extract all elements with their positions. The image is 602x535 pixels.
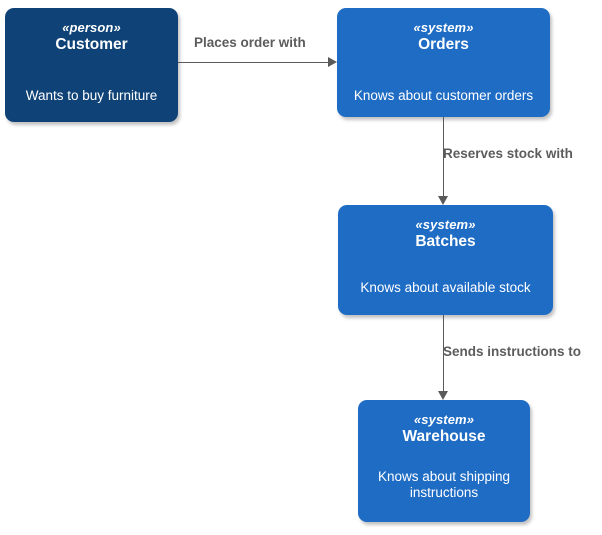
edge-customer-orders-line bbox=[178, 62, 328, 63]
node-batches-title: Batches bbox=[415, 233, 476, 251]
node-orders-stereotype: «system» bbox=[413, 20, 474, 35]
node-warehouse[interactable]: «system» Warehouse Knows about shipping … bbox=[358, 400, 530, 522]
node-customer-description: Wants to buy furniture bbox=[25, 88, 158, 103]
node-customer[interactable]: «person» Customer Wants to buy furniture bbox=[5, 8, 178, 122]
node-warehouse-title: Warehouse bbox=[402, 428, 486, 446]
edge-batches-warehouse-label: Sends instructions to bbox=[443, 344, 582, 359]
node-batches[interactable]: «system» Batches Knows about available s… bbox=[338, 205, 553, 315]
edge-customer-orders-label: Places order with bbox=[194, 35, 306, 50]
node-batches-description: Knows about available stock bbox=[360, 280, 531, 295]
node-customer-stereotype: «person» bbox=[62, 20, 121, 35]
node-orders-title: Orders bbox=[418, 36, 469, 54]
edge-orders-batches-arrowhead-icon bbox=[438, 196, 448, 205]
node-customer-header: «person» Customer bbox=[5, 8, 178, 55]
edge-batches-warehouse-line bbox=[443, 315, 444, 391]
node-orders-header: «system» Orders bbox=[337, 8, 550, 55]
edge-orders-batches-label: Reserves stock with bbox=[443, 146, 573, 161]
node-customer-title: Customer bbox=[55, 36, 128, 54]
node-warehouse-header: «system» Warehouse bbox=[358, 400, 530, 447]
edge-customer-orders-arrowhead-icon bbox=[328, 57, 337, 67]
node-batches-header: «system» Batches bbox=[338, 205, 553, 252]
node-orders-description: Knows about customer orders bbox=[353, 88, 534, 103]
node-orders[interactable]: «system» Orders Knows about customer ord… bbox=[337, 8, 550, 117]
edge-orders-batches-line bbox=[443, 117, 444, 196]
node-batches-stereotype: «system» bbox=[415, 217, 476, 232]
edge-batches-warehouse-arrowhead-icon bbox=[438, 391, 448, 400]
node-warehouse-description: Knows about shipping instructions bbox=[377, 469, 511, 501]
node-warehouse-stereotype: «system» bbox=[413, 412, 475, 427]
